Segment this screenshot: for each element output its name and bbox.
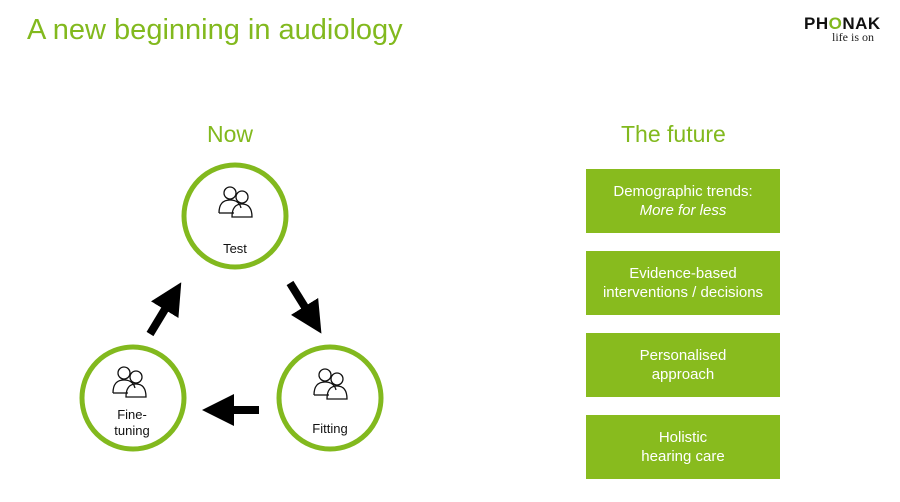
future-item-evidence: Evidence-based interventions / decisions <box>586 251 780 315</box>
step-label-fitting: Fitting <box>312 421 348 436</box>
future-item-personalised: Personalised approach <box>586 333 780 397</box>
future-item-line2: More for less <box>639 202 727 219</box>
future-item-line1: Evidence-based <box>629 265 737 282</box>
future-item-line2: interventions / decisions <box>602 284 764 301</box>
now-heading: Now <box>207 121 254 147</box>
arrow-test-to-fitting <box>286 280 322 334</box>
arrow-fine-tuning-to-test <box>146 282 182 337</box>
future-item-line1: Demographic trends: <box>613 183 753 200</box>
future-item-line1: Personalised <box>639 347 727 364</box>
future-item-line2: hearing care <box>641 448 725 465</box>
phonak-logo: PHONAK life is on <box>804 14 884 45</box>
future-item-line2: approach <box>651 366 715 383</box>
logo-wordmark: PHONAK <box>804 14 881 33</box>
future-heading: The future <box>621 121 726 147</box>
step-label-fine-tuning: Fine- tuning <box>114 407 150 438</box>
future-item-line1: Holistic <box>658 429 708 446</box>
future-item-demographic: Demographic trends: More for less <box>586 169 780 233</box>
step-circle-test <box>181 162 289 270</box>
step-label-test: Test <box>223 241 247 256</box>
step-circle-fine-tuning <box>79 344 187 452</box>
step-circle-fitting <box>276 344 384 452</box>
future-item-holistic: Holistic hearing care <box>586 415 780 479</box>
logo-tagline: life is on <box>832 30 874 44</box>
slide-title: A new beginning in audiology <box>27 14 403 46</box>
